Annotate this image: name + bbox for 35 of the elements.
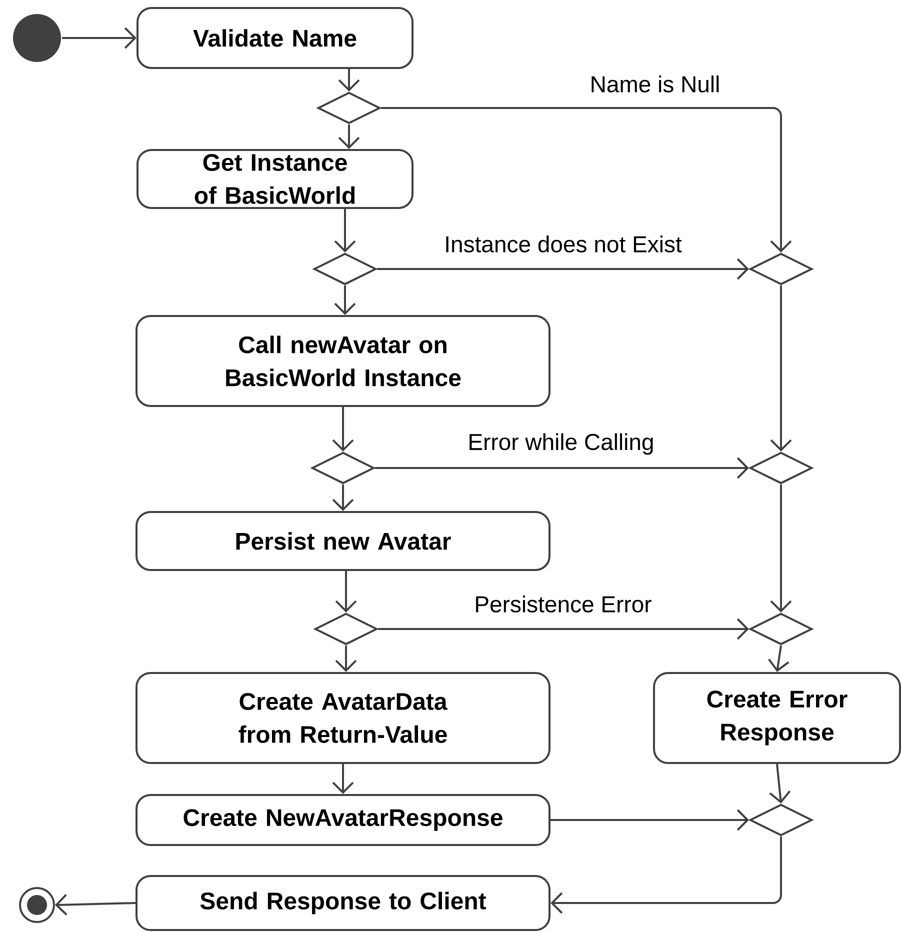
arrow	[550, 809, 749, 831]
arrow	[768, 645, 790, 672]
action-box: Call newAvatar on BasicWorld Instance	[136, 315, 550, 407]
arrow	[381, 106, 792, 252]
arrow	[338, 68, 360, 92]
edge-label: Instance does not Exist	[443, 234, 683, 254]
action-box: Send Response to Client	[136, 875, 550, 931]
initial-node	[13, 14, 61, 62]
action-box: Persist new Avatar	[136, 511, 550, 571]
arrow	[375, 457, 749, 479]
arrow	[334, 209, 356, 252]
arrow	[378, 618, 749, 640]
arrow	[770, 484, 792, 612]
arrow	[769, 764, 791, 804]
arrow	[334, 286, 356, 315]
arrow	[332, 484, 354, 511]
arrow	[335, 571, 357, 612]
action-box: Validate Name	[136, 6, 414, 69]
arrow	[55, 894, 136, 916]
arrow	[338, 124, 360, 149]
action-box: Create Error Response	[653, 672, 901, 764]
arrow	[770, 286, 792, 452]
edge-label: Persistence Error	[473, 594, 653, 614]
edge-label: Name is Null	[588, 74, 722, 94]
arrow	[550, 836, 782, 914]
arrow	[332, 764, 354, 794]
edge-label: Error while Calling	[466, 432, 656, 456]
arrow	[62, 27, 136, 49]
action-box: Create NewAvatarResponse	[136, 794, 550, 846]
action-box: Get Instance of BasicWorld	[136, 148, 414, 209]
action-box: Create AvatarData from Return-Value	[136, 672, 550, 764]
arrow	[332, 407, 354, 452]
arrow	[335, 646, 357, 672]
arrow	[377, 258, 749, 280]
final-node	[19, 887, 55, 923]
